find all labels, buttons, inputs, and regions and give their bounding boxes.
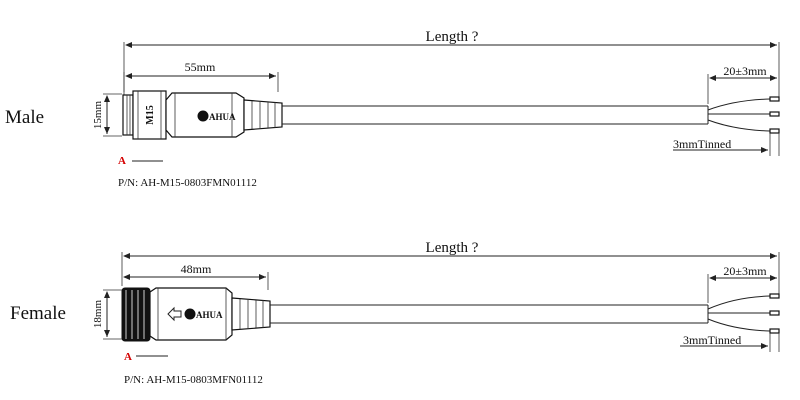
- female-connector: AHUA: [121, 287, 271, 342]
- female-length-label: Length ?: [426, 240, 479, 256]
- female-section-mark: A: [124, 351, 168, 363]
- female-arrow-icon: [167, 306, 182, 322]
- female-brand-logo: AHUA: [184, 308, 223, 320]
- male-thread-mark: M15: [145, 105, 156, 124]
- male-wires: [707, 96, 780, 134]
- female-diameter-label: 18mm: [92, 300, 104, 329]
- male-connector: M15 AHUA: [122, 90, 283, 140]
- male-label: Male: [5, 107, 44, 128]
- female-section-letter: A: [124, 351, 132, 363]
- male-section-letter: A: [118, 155, 126, 167]
- male-connector-length-label: 55mm: [185, 60, 216, 74]
- female-part-number: P/N: AH-M15-0803MFN01112: [124, 374, 263, 386]
- male-tinned-label: 3mmTinned: [673, 137, 731, 151]
- male-brand-text: AHUA: [209, 112, 236, 122]
- female-assembly: Female Length ? 48mm 18mm: [10, 240, 780, 386]
- male-connector-length-dimension: 55mm: [123, 60, 279, 92]
- female-tinned-label: 3mmTinned: [683, 333, 741, 347]
- male-diameter-label: 15mm: [92, 101, 104, 130]
- female-wires: [707, 293, 780, 334]
- female-connector-length-dimension: 48mm: [123, 262, 269, 290]
- female-label: Female: [10, 303, 66, 324]
- male-assembly: Male Length ? 55mm 15mm: [5, 29, 780, 189]
- male-thread: [126, 95, 131, 135]
- female-knurl-lines: [125, 290, 145, 339]
- male-strip-length-label: 20±3mm: [723, 64, 767, 78]
- male-length-dimension: Length ?: [123, 29, 780, 100]
- male-cable: [282, 105, 709, 125]
- female-cable: [270, 304, 709, 324]
- male-section-mark: A: [118, 155, 163, 167]
- female-connector-length-label: 48mm: [181, 262, 212, 276]
- female-length-dimension: Length ?: [121, 240, 780, 296]
- female-strip-dimension: 20±3mm: [707, 264, 777, 303]
- female-strip-length-label: 20±3mm: [723, 264, 767, 278]
- male-length-label: Length ?: [426, 29, 479, 45]
- female-diameter-dimension: 18mm: [92, 289, 122, 340]
- male-part-number: P/N: AH-M15-0803FMN01112: [118, 177, 257, 189]
- male-strip-dimension: 20±3mm: [707, 64, 777, 104]
- male-tinned-dimension: 3mmTinned: [673, 133, 780, 156]
- male-diameter-dimension: 15mm: [92, 93, 122, 137]
- female-brand-text: AHUA: [196, 310, 223, 320]
- male-brand-logo: AHUA: [197, 110, 236, 122]
- female-tinned-dimension: 3mmTinned: [680, 333, 780, 352]
